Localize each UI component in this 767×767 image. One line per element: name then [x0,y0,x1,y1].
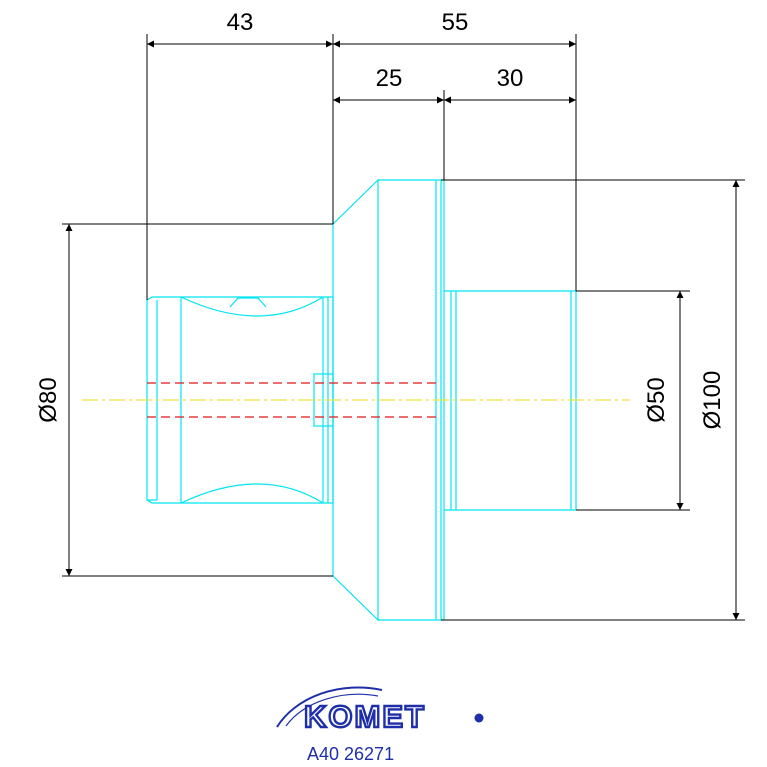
dimension-lines [62,34,745,621]
logo-arc [276,686,383,728]
dim-label-55: 55 [442,9,469,36]
hidden-bore-lines [147,382,441,418]
dim-label-dia100: Ø100 [699,371,726,430]
dim-label-30: 30 [497,65,524,92]
dim-label-dia50: Ø50 [643,377,670,422]
part-code: A40 26271 [307,744,394,764]
logo-registered-mark [474,713,484,723]
dim-label-25: 25 [376,65,403,92]
dim-label-dia80: Ø80 [35,377,62,422]
logo-wordmark: KOMET [304,699,426,734]
dim-label-43: 43 [227,9,254,36]
komet-logo: KOMET A40 26271 [276,686,484,764]
